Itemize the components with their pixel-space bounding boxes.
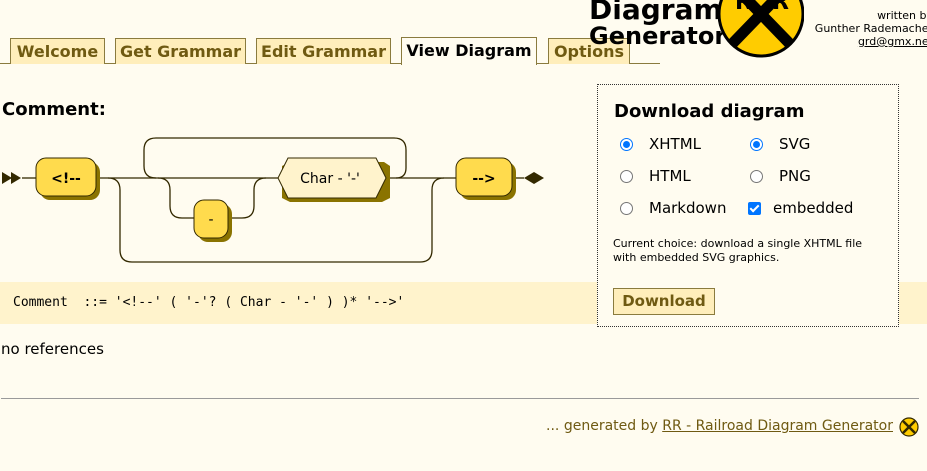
footer: ... generated by RR - Railroad Diagram G… [546,418,893,434]
option-svg-label: SVG [779,135,811,153]
author-email-link[interactable]: grd@gmx.net [857,35,927,48]
svg-text:Char - '-': Char - '-' [300,171,360,187]
svg-text:-->: --> [472,171,495,187]
option-markdown[interactable]: Markdown [620,199,726,217]
option-svg[interactable]: SVG [750,135,810,153]
tab-options[interactable]: Options [548,38,630,64]
railroad-crossing-icon: R R [718,0,804,58]
radio-svg[interactable] [750,137,763,151]
author-name: Gunther Rademacher [814,22,927,35]
option-html-label: HTML [649,167,691,185]
option-embedded[interactable]: embedded [748,199,853,217]
option-xhtml[interactable]: XHTML [620,135,701,153]
rule-title: Comment: [2,99,106,120]
footer-prefix: ... generated by [546,418,663,434]
current-choice-text: Current choice: download a single XHTML … [613,237,863,264]
option-xhtml-label: XHTML [649,135,702,153]
logo-sign-letter-left: R [735,0,752,15]
logo-sign-letter-right: R [772,0,789,15]
download-panel: Download diagram XHTML SVG HTML PNG Mark… [597,84,899,327]
railroad-diagram: <!-- - Char - '-' --> --> [2,137,544,263]
svg-text:<!--: <!-- [51,171,81,187]
option-png[interactable]: PNG [750,167,811,185]
svg-text:-: - [208,212,213,228]
radio-html[interactable] [620,169,633,183]
download-title: Download diagram [614,101,805,122]
written-by-label: written by [877,9,927,22]
divider [1,398,919,399]
author-info: written by Gunther Rademacher grd@gmx.ne… [815,9,927,48]
tab-edit-grammar[interactable]: Edit Grammar [256,38,391,64]
option-html[interactable]: HTML [620,167,691,185]
tab-get-grammar[interactable]: Get Grammar [115,38,246,64]
logo-subtitle: Generator [589,22,727,50]
radio-png[interactable] [750,169,763,183]
radio-xhtml[interactable] [620,137,633,151]
logo-title: Diagram [589,0,723,26]
checkbox-embedded[interactable] [748,201,761,215]
railroad-crossing-icon[interactable] [899,417,919,437]
ebnf-text: Comment ::= '<!--' ( '-'? ( Char - '-' )… [13,295,405,310]
option-embedded-label: embedded [773,199,854,217]
radio-markdown[interactable] [620,201,633,215]
option-markdown-label: Markdown [649,199,727,217]
footer-link[interactable]: RR - Railroad Diagram Generator [662,418,893,434]
terminal-comment-open: <!-- [35,157,100,200]
terminal-dash: - [193,199,232,242]
tab-bar: Welcome Get Grammar Edit Grammar View Di… [0,0,927,65]
tab-welcome[interactable]: Welcome [10,38,105,64]
option-png-label: PNG [779,167,811,185]
terminal-comment-close: --> [455,157,516,200]
nonterminal-char: Char - '-' [277,157,390,202]
download-button[interactable]: Download [613,288,715,315]
tab-view-diagram[interactable]: View Diagram [401,37,537,65]
references-text: no references [1,340,104,358]
